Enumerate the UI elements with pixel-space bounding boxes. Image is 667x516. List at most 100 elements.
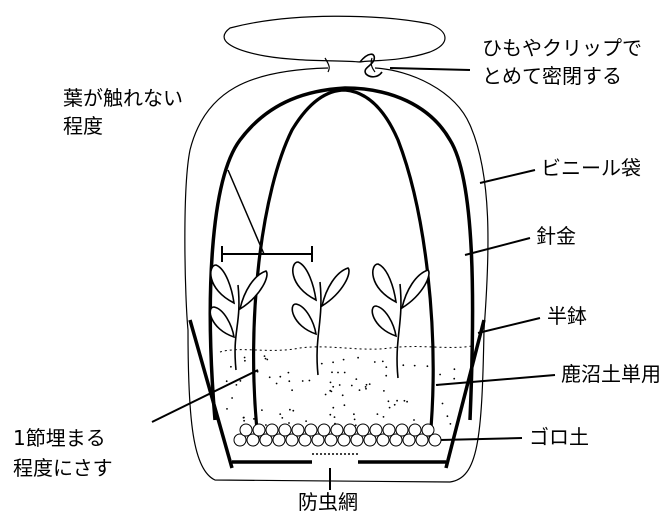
insert-pointer bbox=[151, 369, 259, 423]
gravel-ball bbox=[389, 433, 403, 447]
gravel-ball bbox=[317, 423, 331, 437]
soil-dot bbox=[365, 383, 368, 386]
soil-dot bbox=[251, 372, 254, 374]
gravel-ball bbox=[350, 433, 364, 447]
soil-dot bbox=[387, 400, 390, 403]
gravel-ball bbox=[376, 433, 390, 447]
soil-dot bbox=[287, 371, 290, 374]
soil-dot bbox=[331, 371, 333, 374]
soil-dot bbox=[385, 366, 388, 368]
soil-dot bbox=[373, 361, 376, 363]
bag-top-gather bbox=[223, 15, 446, 63]
label-leaf-line2: 程度 bbox=[63, 114, 103, 138]
label-net: 防虫網 bbox=[298, 490, 358, 514]
soil-dot bbox=[292, 409, 295, 412]
soil-dot bbox=[382, 416, 385, 418]
soil-pointer bbox=[435, 374, 556, 386]
soil-dot bbox=[288, 422, 290, 424]
soil-dot bbox=[332, 406, 335, 409]
gravel-ball bbox=[421, 423, 435, 437]
pot-pointer bbox=[477, 317, 541, 334]
gravel-ball bbox=[428, 433, 442, 447]
soil-dot bbox=[291, 389, 293, 392]
gravel-ball bbox=[324, 433, 338, 447]
soil-dot bbox=[413, 364, 416, 367]
leaf bbox=[292, 261, 318, 302]
soil-dot bbox=[324, 393, 327, 396]
gravel-ball bbox=[415, 433, 429, 447]
soil-dot bbox=[341, 394, 344, 397]
soil-dot bbox=[453, 368, 456, 371]
soil-dot bbox=[426, 365, 429, 368]
soil-dot bbox=[354, 424, 357, 427]
soil-dot bbox=[353, 413, 355, 416]
soil-dot bbox=[355, 378, 358, 380]
label-insert-line1: 1節埋まる bbox=[13, 426, 106, 450]
soil-dot bbox=[231, 397, 234, 399]
tie-knot bbox=[359, 53, 383, 78]
label-insert-line2: 程度にさす bbox=[13, 456, 113, 480]
soil-dot bbox=[342, 358, 345, 361]
plastic-bag-outline bbox=[184, 67, 489, 483]
soil-dot bbox=[337, 371, 339, 374]
soil-dot bbox=[449, 423, 452, 425]
gravel-ball bbox=[272, 433, 286, 447]
soil-dot bbox=[279, 375, 282, 378]
gravel-ball bbox=[265, 423, 279, 437]
soil-dot bbox=[439, 373, 441, 376]
gravel-ball bbox=[239, 423, 253, 437]
gravel-ball bbox=[233, 433, 247, 447]
leaf bbox=[238, 270, 268, 311]
soil-dot bbox=[413, 419, 415, 421]
soil-dot bbox=[358, 389, 361, 391]
leaf bbox=[291, 303, 318, 336]
soil-dot bbox=[446, 415, 449, 418]
soil-dot bbox=[436, 384, 439, 386]
soil-dot bbox=[332, 385, 335, 388]
soil-dot bbox=[381, 360, 384, 363]
bag-neck bbox=[324, 57, 376, 73]
soil-dot bbox=[235, 384, 238, 386]
leaf bbox=[400, 269, 430, 310]
soil-dot bbox=[230, 365, 232, 368]
soil-dot bbox=[396, 399, 398, 402]
soil-dot bbox=[393, 403, 396, 406]
wire-pointer bbox=[464, 237, 531, 256]
leaf bbox=[371, 305, 398, 338]
gravel-ball bbox=[356, 423, 370, 437]
soil-dot bbox=[376, 413, 379, 415]
soil-dot bbox=[261, 409, 263, 411]
gravel-ball bbox=[278, 423, 292, 437]
soil-dot bbox=[264, 357, 267, 360]
leaf bbox=[372, 263, 398, 304]
soil-dot bbox=[383, 390, 385, 392]
leaf bbox=[209, 306, 236, 339]
cutting-stem bbox=[396, 283, 402, 379]
soil-dot bbox=[329, 413, 332, 416]
soil-dot bbox=[254, 410, 256, 413]
soil-speckles bbox=[225, 355, 456, 427]
gravel-balls bbox=[233, 423, 442, 447]
soil-dot bbox=[357, 356, 359, 359]
bag-pointer bbox=[479, 169, 536, 184]
gravel-ball bbox=[291, 423, 305, 437]
gravel-ball bbox=[369, 423, 383, 437]
gravel-ball bbox=[395, 423, 409, 437]
tie-arrow bbox=[389, 67, 471, 71]
soil-dot bbox=[368, 383, 371, 385]
soil-dot bbox=[385, 374, 388, 377]
wire-inner-arch bbox=[251, 88, 435, 441]
gravel-ball bbox=[337, 433, 351, 447]
gravel-ball bbox=[285, 433, 299, 447]
cuttings bbox=[209, 261, 430, 379]
soil-dot bbox=[364, 386, 367, 388]
cutting-stem bbox=[234, 284, 240, 371]
soil-dot bbox=[263, 355, 266, 357]
soil-dot bbox=[275, 382, 278, 385]
soil-dot bbox=[453, 377, 456, 380]
soil-dot bbox=[268, 376, 271, 379]
gravel-ball bbox=[343, 423, 357, 437]
leaf bbox=[210, 264, 236, 305]
